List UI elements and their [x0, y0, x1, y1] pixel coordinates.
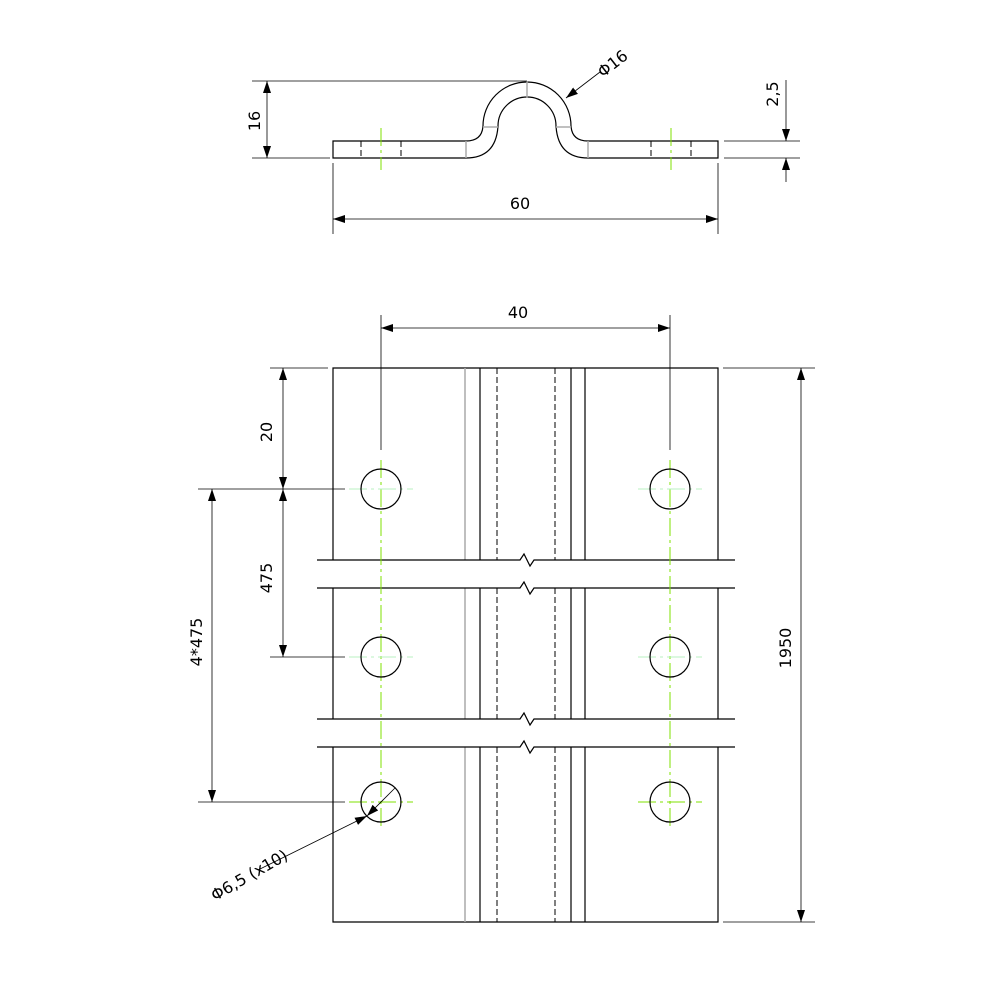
- hole: [360, 636, 402, 678]
- hole: [649, 636, 691, 678]
- edge-to-hole-dim: 20: [257, 422, 276, 442]
- height-dim: 16: [245, 111, 264, 131]
- thickness-dim: 2,5: [763, 81, 782, 106]
- hole-callout: Φ6,5 (x10): [208, 846, 291, 905]
- profile: [332, 81, 719, 159]
- hole-spacing-dim: 40: [508, 303, 528, 322]
- hole: [649, 468, 691, 510]
- side-view: 16 Φ16 2,5 60: [245, 46, 800, 234]
- total-pitch-dim: 4*475: [187, 618, 206, 667]
- total-length-dim: 1950: [776, 628, 795, 669]
- break-lines: [317, 552, 735, 755]
- bend-diameter-dim: Φ16: [594, 46, 632, 81]
- top-view: 40 20 475 4*475 1950 Φ6,5 (x10): [187, 303, 815, 923]
- plate-segment: [332, 367, 719, 923]
- hole: [649, 781, 691, 823]
- hole: [360, 781, 402, 823]
- hole: [360, 468, 402, 510]
- pitch-dim: 475: [257, 563, 276, 594]
- length-dim: 60: [510, 194, 530, 213]
